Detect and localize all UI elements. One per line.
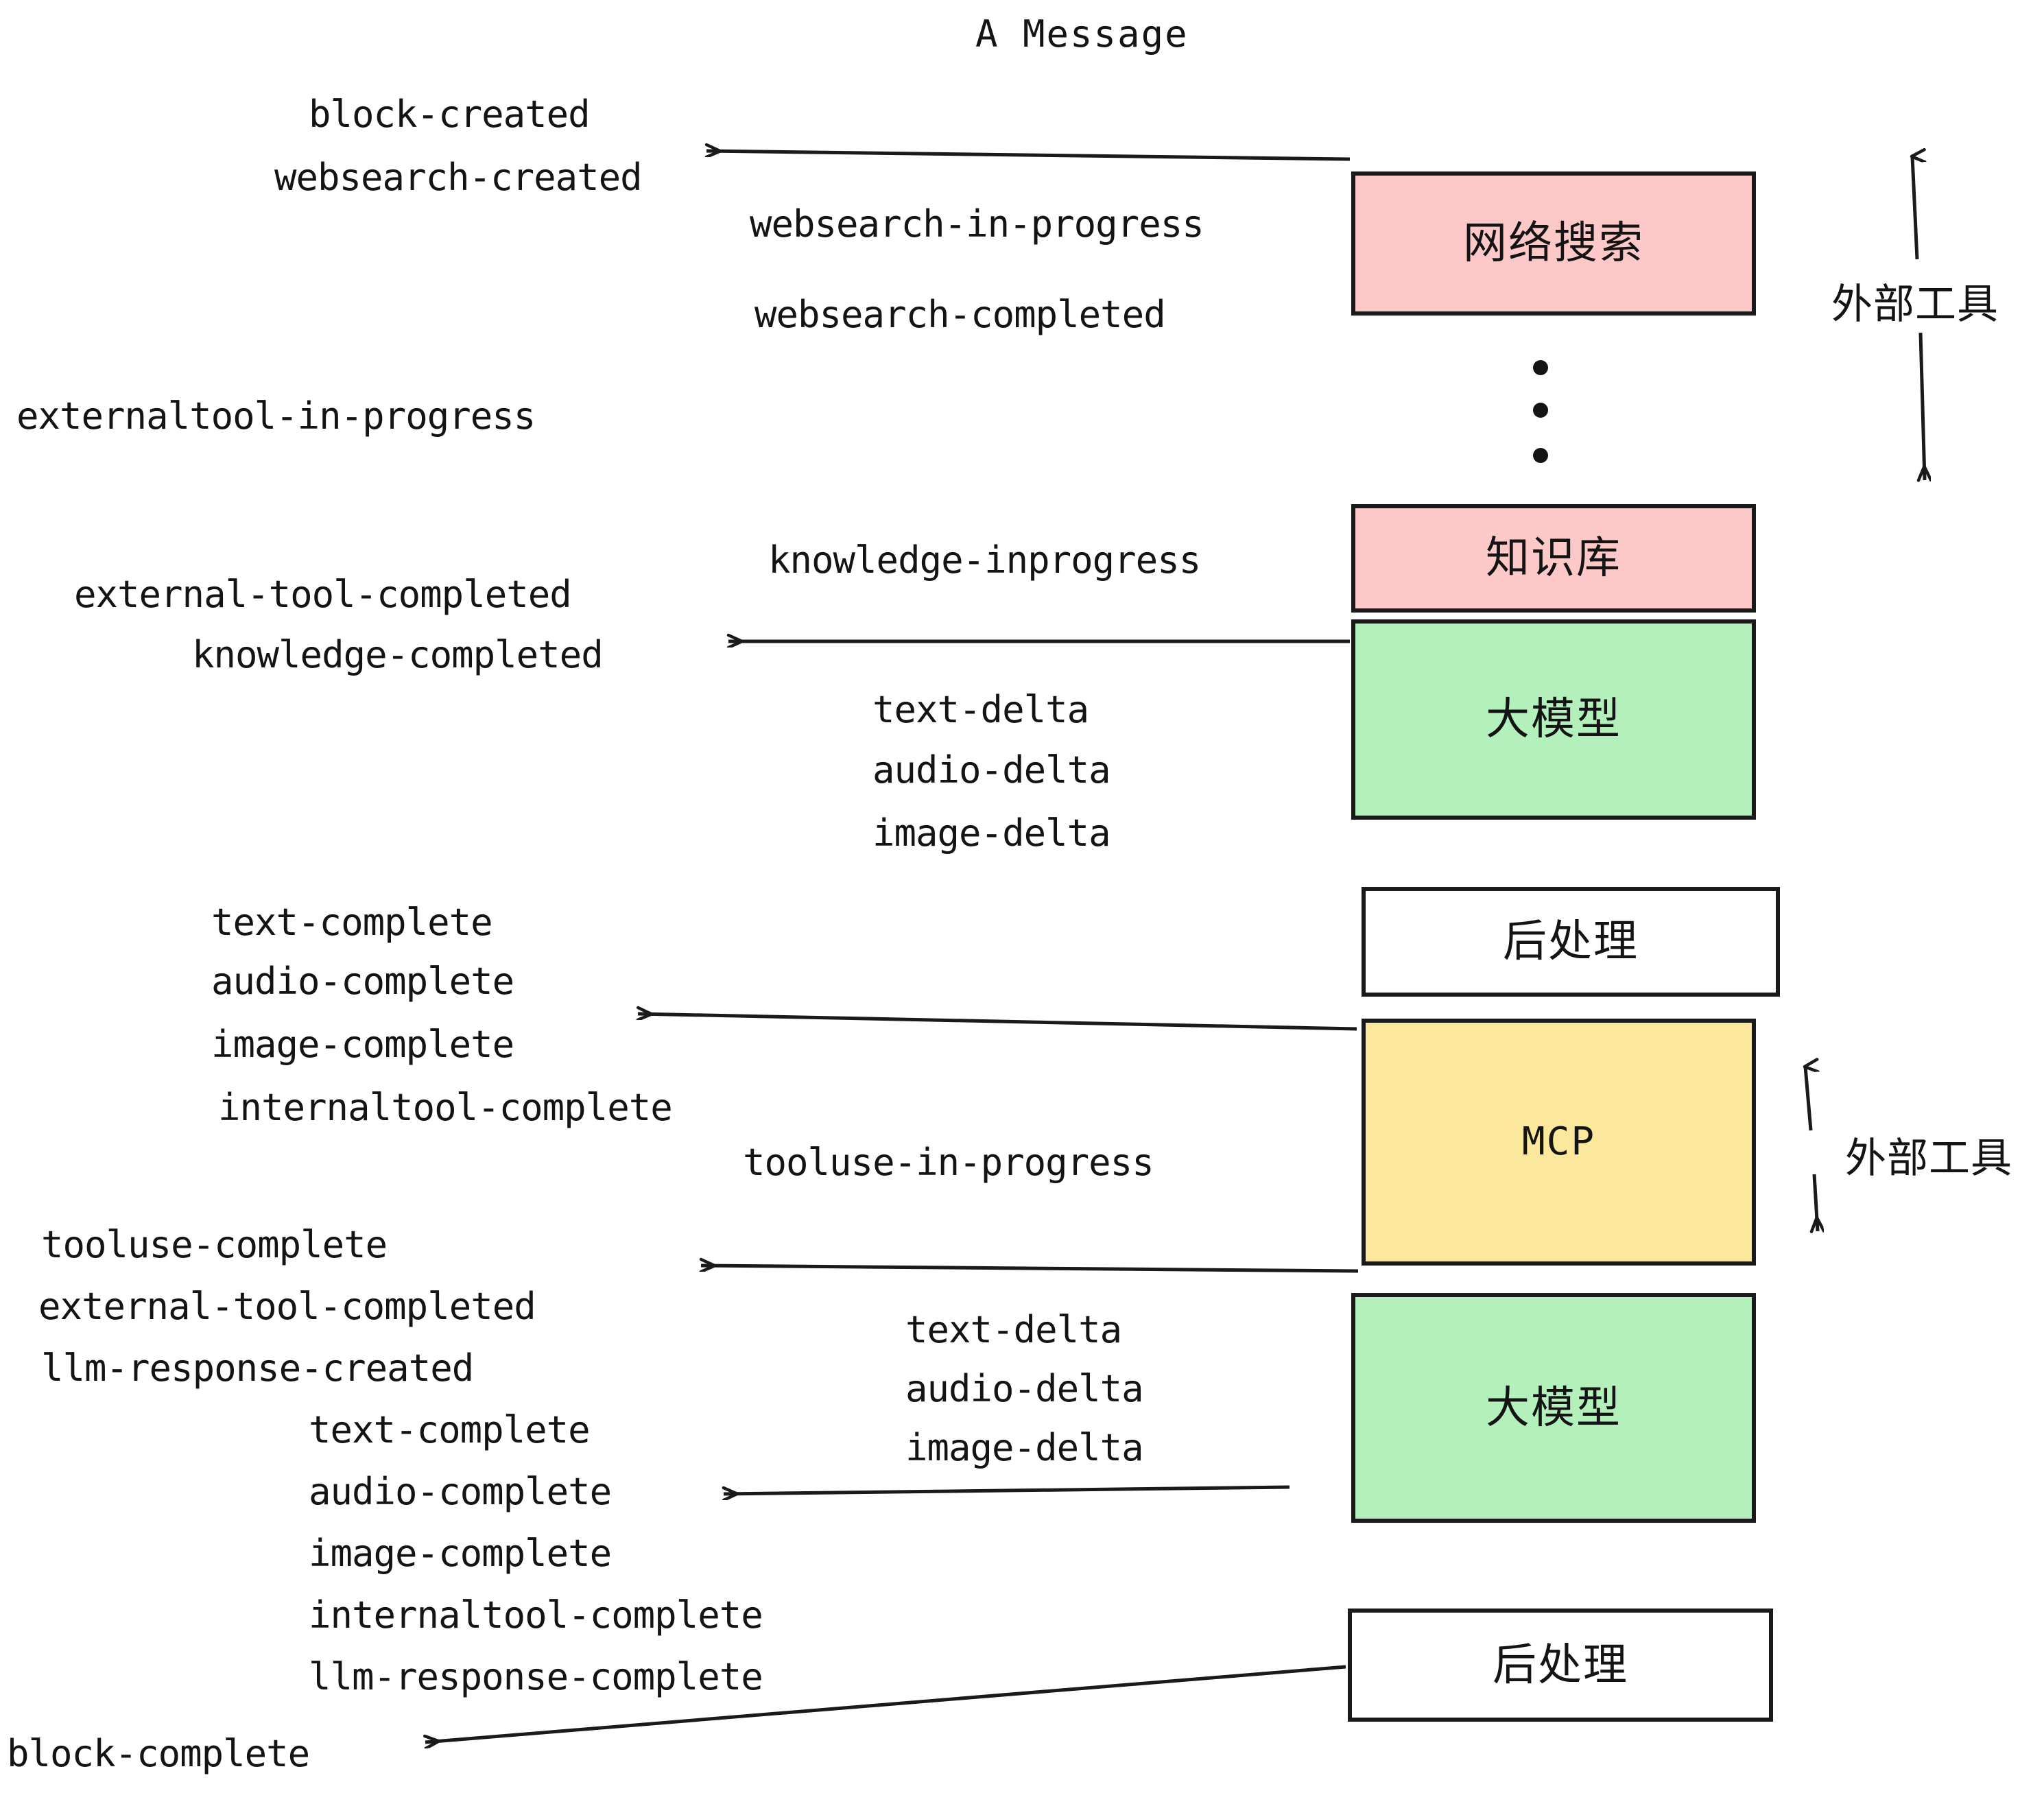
event-label-external-tool-completed-2: external-tool-completed <box>38 1285 536 1328</box>
event-label-block-complete: block-complete <box>7 1732 310 1775</box>
event-label-image-delta-1: image-delta <box>872 811 1111 855</box>
ellipsis-dot <box>1533 448 1548 463</box>
event-label-llm-response-complete: llm-response-complete <box>309 1655 763 1698</box>
event-label-block-created: block-created <box>309 93 591 136</box>
event-label-image-delta-2: image-delta <box>905 1426 1144 1469</box>
node-llm-first[interactable]: 大模型 <box>1351 619 1756 820</box>
node-postprocess-first[interactable]: 后处理 <box>1362 887 1780 997</box>
event-label-websearch-in-progress: websearch-in-progress <box>750 202 1204 246</box>
event-label-external-tool-completed-1: external-tool-completed <box>74 573 572 616</box>
event-label-internaltool-complete-2: internaltool-complete <box>309 1593 763 1637</box>
node-llm-second-label: 大模型 <box>1486 1382 1621 1434</box>
event-label-text-complete-1: text-complete <box>211 901 493 944</box>
event-label-websearch-created: websearch-created <box>274 156 643 199</box>
event-label-knowledge-completed: knowledge-completed <box>192 633 604 676</box>
ellipsis-dot <box>1533 360 1548 375</box>
side-label-external-tools-bottom: 外部工具 <box>1845 1135 2012 1183</box>
event-label-text-complete-2: text-complete <box>309 1408 591 1451</box>
event-label-audio-complete-1: audio-complete <box>211 960 514 1003</box>
node-mcp-label: MCP <box>1521 1119 1596 1164</box>
node-postprocess-first-label: 后处理 <box>1503 916 1639 967</box>
node-postprocess-second[interactable]: 后处理 <box>1348 1609 1773 1722</box>
event-label-audio-complete-2: audio-complete <box>309 1470 612 1513</box>
event-label-tooluse-in-progress: tooluse-in-progress <box>743 1141 1154 1184</box>
event-label-internaltool-complete-1: internaltool-complete <box>218 1086 673 1129</box>
node-knowledge-base[interactable]: 知识库 <box>1351 504 1756 613</box>
diagram-title: A Message <box>975 12 1189 56</box>
node-llm-first-label: 大模型 <box>1486 694 1621 745</box>
event-label-audio-delta-1: audio-delta <box>872 748 1111 792</box>
event-label-text-delta-1: text-delta <box>872 688 1089 731</box>
event-label-tooluse-complete: tooluse-complete <box>41 1223 388 1266</box>
event-label-image-complete-1: image-complete <box>211 1023 514 1066</box>
event-label-image-complete-2: image-complete <box>309 1532 612 1575</box>
node-llm-second[interactable]: 大模型 <box>1351 1293 1756 1523</box>
node-websearch[interactable]: 网络搜索 <box>1351 171 1756 316</box>
node-websearch-label: 网络搜索 <box>1463 218 1644 269</box>
event-label-llm-response-created: llm-response-created <box>41 1346 474 1390</box>
ellipsis-dot <box>1533 403 1548 418</box>
event-label-knowledge-inprogress: knowledge-inprogress <box>768 538 1201 582</box>
node-postprocess-second-label: 后处理 <box>1493 1639 1628 1691</box>
node-mcp[interactable]: MCP <box>1362 1019 1756 1266</box>
event-label-text-delta-2: text-delta <box>905 1308 1122 1351</box>
event-label-externaltool-in-progress: externaltool-in-progress <box>16 394 536 438</box>
node-knowledge-base-label: 知识库 <box>1486 533 1621 584</box>
side-label-external-tools-top: 外部工具 <box>1831 281 1999 329</box>
event-label-websearch-completed: websearch-completed <box>754 293 1166 336</box>
event-label-audio-delta-2: audio-delta <box>905 1367 1144 1410</box>
